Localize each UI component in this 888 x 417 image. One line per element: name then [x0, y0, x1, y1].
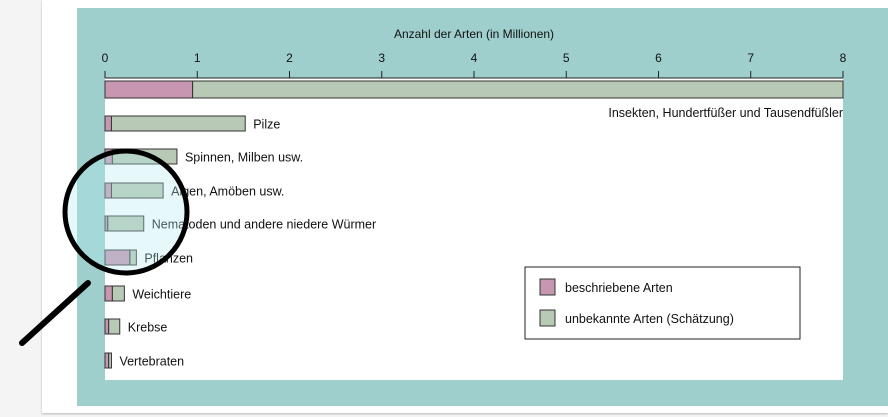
legend-box	[524, 266, 801, 340]
legend-swatch-described	[539, 278, 556, 296]
bar-unknown	[110, 182, 164, 199]
bar-unknown	[108, 318, 121, 335]
bar-unknown	[110, 115, 246, 132]
bar-described	[104, 352, 110, 369]
x-tick-label: 5	[563, 51, 570, 65]
bar-described	[104, 285, 113, 302]
bars	[104, 80, 844, 369]
category-label: Nematoden und andere niedere Würmer	[152, 218, 376, 232]
x-tick-label: 2	[286, 51, 293, 65]
bar-described	[104, 115, 112, 132]
bar-unknown	[192, 80, 844, 99]
legend: beschriebene Arten unbekannte Arten (Sch…	[524, 266, 801, 340]
axis-title: Anzahl der Arten (in Millionen)	[394, 27, 554, 41]
bar-unknown	[129, 249, 137, 266]
category-label: Pilze	[253, 118, 280, 132]
bar-described	[104, 318, 110, 335]
category-label: Vertebraten	[119, 355, 184, 369]
legend-label-described: beschriebene Arten	[565, 281, 673, 295]
category-label: Insekten, Hundertfüßer und Tausendfüßler	[608, 106, 843, 120]
x-tick-label: 4	[471, 51, 478, 65]
magnifying-glass-icon	[19, 148, 190, 346]
x-tick-label: 6	[655, 51, 662, 65]
category-label: Krebse	[128, 321, 168, 335]
x-tick-label: 7	[747, 51, 754, 65]
category-label: Spinnen, Milben usw.	[185, 151, 303, 165]
x-tick-label: 0	[102, 51, 109, 65]
x-axis-ticks: 0 1 2 3 4 5 6 7 8	[102, 51, 847, 78]
x-tick-label: 8	[840, 51, 847, 65]
x-tick-label: 1	[194, 51, 201, 65]
bar-described	[104, 80, 194, 99]
bar-unknown	[111, 285, 125, 302]
x-tick-label: 3	[378, 51, 385, 65]
bar-unknown	[108, 352, 112, 369]
legend-label-unknown: unbekannte Arten (Schätzung)	[565, 312, 734, 326]
bar-unknown	[107, 215, 145, 232]
category-label: Weichtiere	[132, 288, 191, 302]
category-labels: Insekten, Hundertfüßer und Tausendfüßler…	[119, 106, 843, 369]
category-label: Algen, Amöben usw.	[171, 185, 284, 199]
legend-swatch-unknown	[539, 309, 556, 327]
